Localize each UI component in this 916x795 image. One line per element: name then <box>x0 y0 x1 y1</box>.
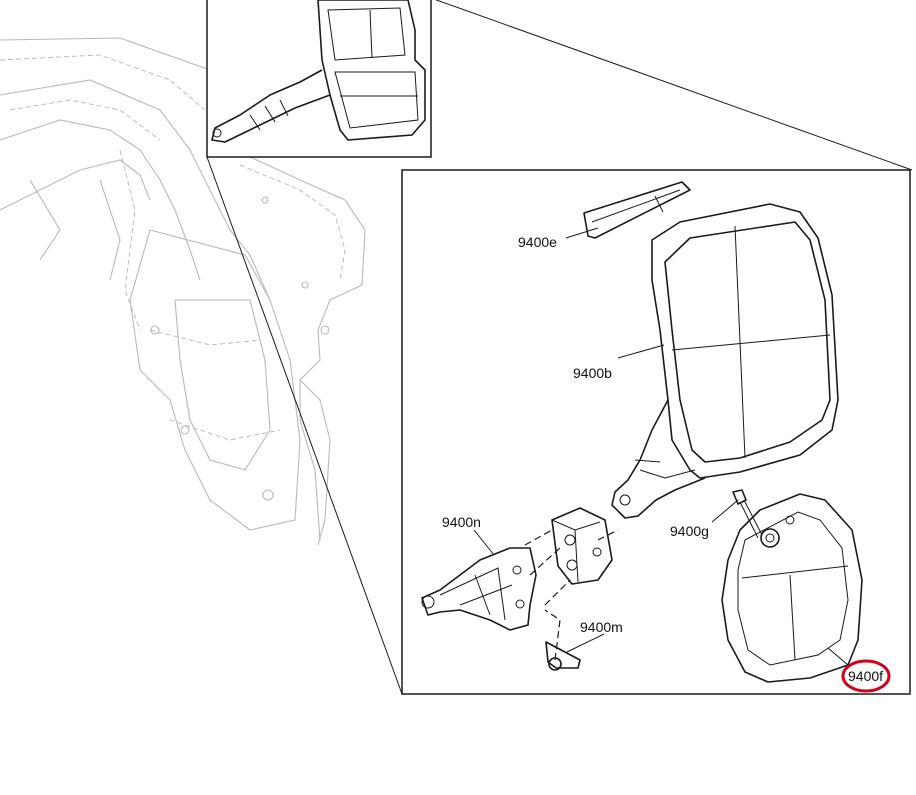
leader-9400n <box>473 529 495 556</box>
label-9400n: 9400n <box>442 514 481 530</box>
leader-9400e <box>565 227 599 239</box>
leader-9400g <box>711 499 739 523</box>
label-9400m: 9400m <box>580 619 623 635</box>
leader-9400b <box>617 344 665 359</box>
part-9400m-bolt <box>545 641 581 671</box>
zoom-line-top <box>435 0 913 171</box>
zoom-line-bottom <box>206 156 403 695</box>
part-9400b-mirror <box>611 203 839 519</box>
label-9400g: 9400g <box>670 523 709 539</box>
alignment-line-4 <box>544 579 571 606</box>
label-9400e: 9400e <box>518 234 557 250</box>
alignment-line-5 <box>544 609 561 661</box>
part-9400e-cap <box>583 181 691 239</box>
label-9400f: 9400f <box>848 668 883 684</box>
leader-9400m <box>566 633 605 653</box>
highlight-circle-9400f <box>841 659 891 693</box>
part-9400n-bracket <box>421 547 537 631</box>
label-9400b: 9400b <box>573 365 612 381</box>
alignment-line-3 <box>524 529 553 546</box>
adapter-block <box>551 507 613 585</box>
location-inset <box>206 0 432 158</box>
leader-9400f <box>827 647 849 666</box>
vehicle-body-background <box>0 37 366 546</box>
